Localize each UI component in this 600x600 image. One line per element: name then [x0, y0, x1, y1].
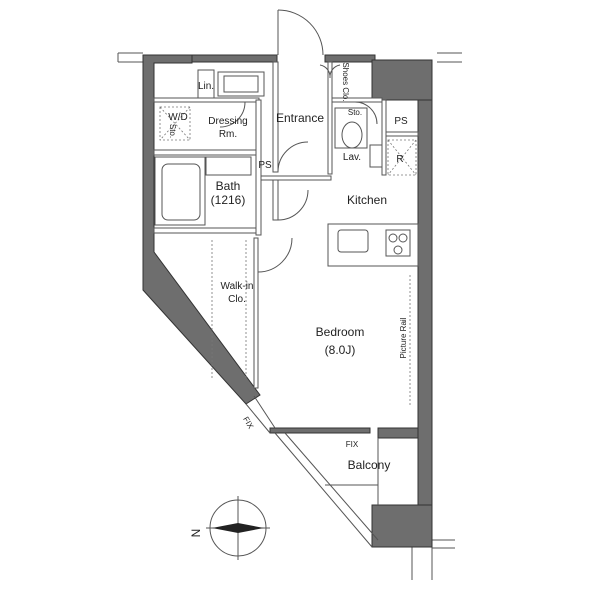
closet-shelving — [211, 240, 247, 380]
label-fix-1: FIX — [241, 415, 255, 431]
doors — [219, 9, 378, 273]
label-dressing-line2: Rm. — [219, 129, 237, 140]
inner-walls — [153, 61, 419, 389]
balcony-outline — [245, 395, 379, 548]
compass-arrow-icon — [212, 523, 264, 533]
label-lin: Lin. — [198, 81, 214, 92]
fixtures — [154, 69, 419, 405]
label-fix-2: FIX — [346, 440, 359, 449]
label-sto-2: Sto. — [348, 108, 362, 117]
label-sto: Sto. — [168, 124, 177, 138]
north-compass: N — [189, 496, 270, 560]
label-bath-line1: Bath — [216, 179, 241, 193]
compass-north-label: N — [189, 529, 203, 538]
label-bath-line2: (1216) — [211, 193, 246, 207]
label-balcony: Balcony — [348, 458, 391, 472]
label-picture-rail: Picture Rail — [399, 317, 408, 358]
label-r: R — [396, 154, 403, 165]
label-kitchen: Kitchen — [347, 193, 387, 207]
site-lines — [117, 52, 462, 580]
label-shoes-clo: Shoes Clo. — [341, 62, 350, 101]
label-bedroom-line1: Bedroom — [316, 325, 365, 339]
label-wd: W/D — [168, 112, 187, 123]
label-walkin-line2: Clo. — [228, 294, 246, 305]
label-ps-2: PS — [258, 160, 272, 171]
label-entrance: Entrance — [276, 111, 324, 125]
label-dressing-line1: Dressing — [208, 116, 247, 127]
label-bedroom-line2: (8.0J) — [325, 343, 356, 357]
outer-walls — [142, 54, 433, 548]
label-ps-1: PS — [394, 116, 408, 127]
label-lav: Lav. — [343, 152, 361, 163]
room-labels: Entrance Shoes Clo. Lin. W/D Sto. Dressi… — [168, 62, 408, 472]
label-walkin-line1: Walk-in — [221, 281, 254, 292]
